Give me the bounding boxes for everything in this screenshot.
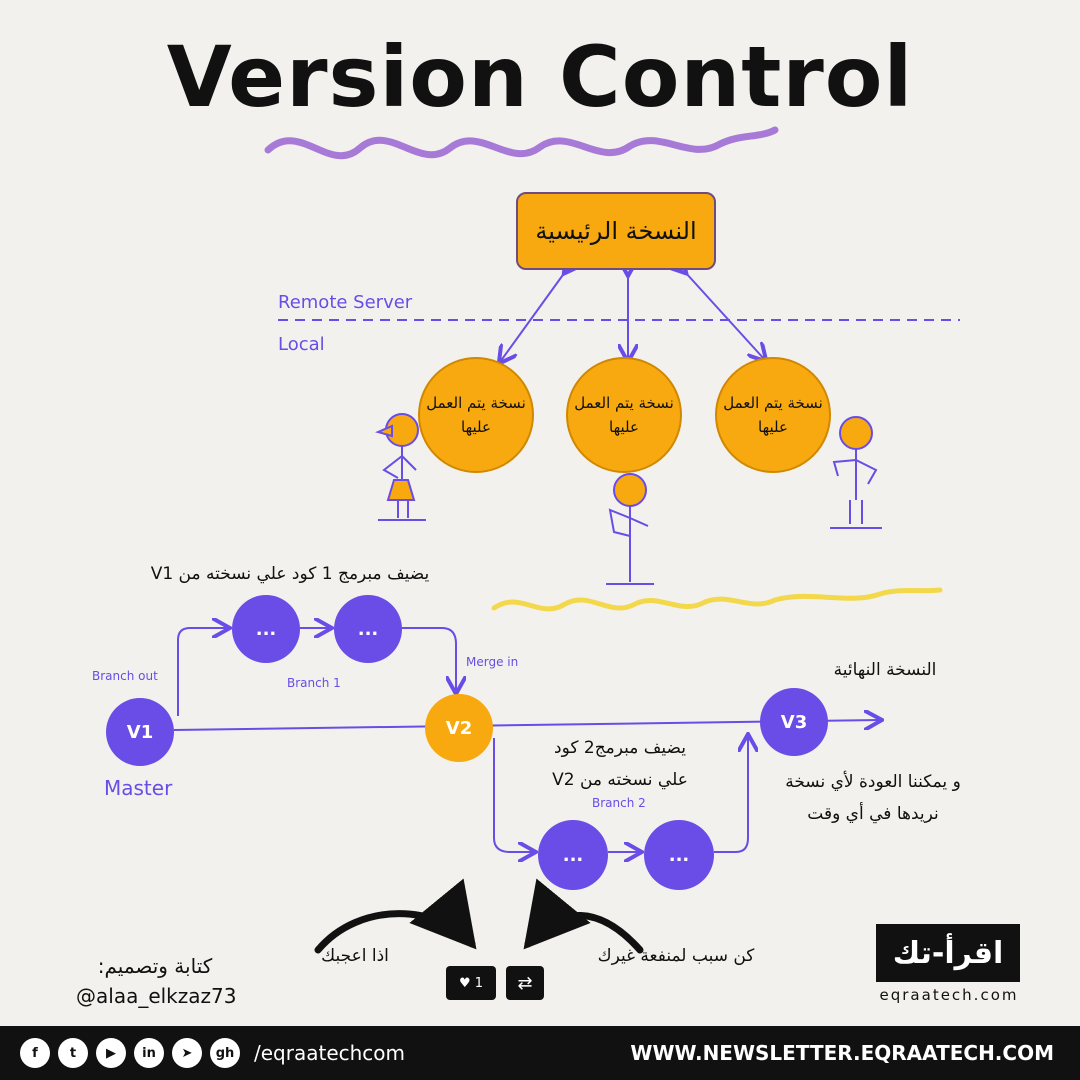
sync-arrow-right [685,272,765,360]
footer-handle[interactable]: /eqraatechcom [254,1041,406,1065]
branch-out-label: Branch out [92,669,158,683]
developer-middle-figure [606,473,654,585]
yellow-squiggle [491,587,943,612]
brand-site: eqraatech.com [879,986,1019,1004]
retweet-icon: ⇄ [517,972,533,994]
commit-branch1-a: ... [232,595,300,663]
telegram-icon[interactable]: ➤ [172,1038,202,1068]
remote-server-label: Remote Server [278,292,413,313]
title-squiggle [264,126,779,160]
commit-branch2-b: ... [644,820,714,890]
footer-bar: f t ▶ in ➤ gh /eqraatechcom WWW.NEWSLETT… [0,1026,1080,1080]
facebook-icon[interactable]: f [20,1038,50,1068]
brand-logo-text: اقرأ-تك [892,935,1004,971]
share-arrow [523,878,644,954]
developer1-note: يضيف مبرمج 1 كود علي نسخته من V1 [150,564,430,584]
working-copy-middle: نسخة يتم العمل عليها [566,357,682,473]
page-title: Version Control [166,28,914,126]
version-v3-node: V3 [760,688,828,756]
developer2-note-line2: علي نسخته من V2 [552,770,688,790]
share-cta-text: كن سبب لمنفعة غيرك [597,946,755,966]
github-icon[interactable]: gh [210,1038,240,1068]
like-count: 1 [474,975,483,991]
like-button[interactable]: ♥ 1 [446,966,496,1000]
like-cta-text: اذا اعجبك [321,946,389,966]
like-arrow [314,878,477,954]
merge-in-label: Merge in [466,655,519,669]
merge-in-path [402,627,456,692]
youtube-icon[interactable]: ▶ [96,1038,126,1068]
branch2-out-path [493,738,534,852]
master-label: Master [104,776,173,800]
commit-branch1-b: ... [334,595,402,663]
return-note-line2: نريدها في أي وقت [807,804,939,824]
twitter-icon[interactable]: t [58,1038,88,1068]
linkedin-icon[interactable]: in [134,1038,164,1068]
branch-out-path [177,628,228,716]
brand-logo: اقرأ-تك [876,924,1020,982]
final-version-label: النسخة النهائية [833,660,937,680]
developer-right-figure [830,416,882,529]
developer2-note-line1: يضيف مبرمج2 كود [554,738,686,758]
developer-left-figure [375,413,426,521]
sync-arrow-left [500,272,565,362]
version-v2-node: V2 [425,694,493,762]
local-label: Local [278,334,325,355]
author-handle: @alaa_elkzaz73 [76,984,237,1008]
branch2-merge-path [714,736,748,853]
newsletter-link[interactable]: WWW.NEWSLETTER.EQRAATECH.COM [630,1041,1054,1065]
main-copy-box: النسخة الرئيسية [516,192,716,270]
commit-branch2-a: ... [538,820,608,890]
return-note-line1: و يمكننا العودة لأي نسخة [785,772,961,792]
branch1-label: Branch 1 [287,676,341,690]
branch2-label: Branch 2 [592,796,646,810]
working-copy-right: نسخة يتم العمل عليها [715,357,831,473]
working-copy-left: نسخة يتم العمل عليها [418,357,534,473]
author-label: كتابة وتصميم: [97,954,213,978]
retweet-button[interactable]: ⇄ [506,966,544,1000]
version-v1-node: V1 [106,698,174,766]
heart-icon: ♥ [459,975,471,991]
social-icons: f t ▶ in ➤ gh [20,1038,240,1068]
